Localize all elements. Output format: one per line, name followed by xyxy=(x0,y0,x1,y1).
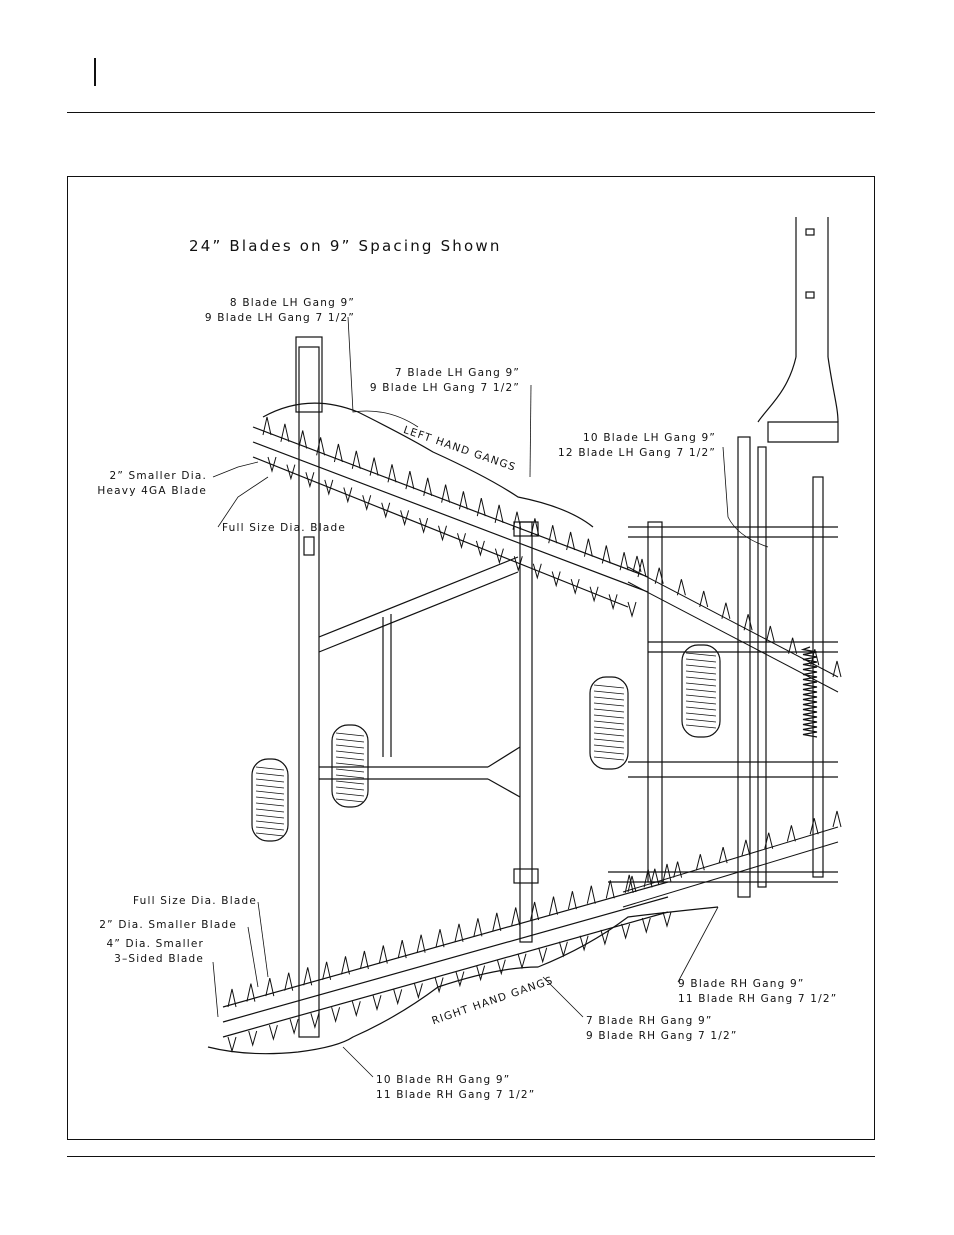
header-rule xyxy=(67,112,875,113)
label-lh-gang-inner-2: 12 Blade LH Gang 7 1/2” xyxy=(558,447,716,459)
label-rh-gang-mid-1: 7 Blade RH Gang 9” xyxy=(586,1015,713,1027)
hitch-tongue xyxy=(757,217,839,443)
diagonal-braces xyxy=(318,556,521,798)
figure-title: 24” Blades on 9” Spacing Shown xyxy=(189,237,502,255)
wheel-left-outer xyxy=(251,758,289,842)
label-lh-gang-inner-1: 10 Blade LH Gang 9” xyxy=(583,432,716,444)
label-full-size-top: Full Size Dia. Blade xyxy=(222,522,346,534)
label-rh-gang-outer-1: 10 Blade RH Gang 9” xyxy=(376,1074,511,1086)
label-rh-gang-inner-2: 11 Blade RH Gang 7 1/2” xyxy=(678,993,838,1005)
label-rh-gang-outer-2: 11 Blade RH Gang 7 1/2” xyxy=(376,1089,536,1101)
label-four-inch-smaller-2: 3–Sided Blade xyxy=(114,953,204,965)
implement-drawing xyxy=(207,217,842,1078)
wheel-left-inner xyxy=(331,724,369,808)
label-four-inch-smaller-1: 4” Dia. Smaller xyxy=(106,938,204,950)
label-full-size-bottom: Full Size Dia. Blade xyxy=(133,895,257,907)
left-main-tube xyxy=(295,336,323,1038)
label-lh-gang-mid-1: 7 Blade LH Gang 9” xyxy=(394,367,520,379)
label-lh-gang-mid-2: 9 Blade LH Gang 7 1/2” xyxy=(369,382,520,394)
label-smaller-heavy-1: 2” Smaller Dia. xyxy=(109,470,207,482)
right-side-gangs xyxy=(622,555,842,908)
coil-spring xyxy=(800,646,818,738)
right-hand-gang-beam xyxy=(207,881,719,1055)
middle-tube xyxy=(513,521,539,943)
right-hand-gang-blades xyxy=(227,863,672,1053)
label-lh-gang-outer-1: 8 Blade LH Gang 9” xyxy=(229,297,355,309)
figure-frame: 24” Blades on 9” Spacing Shown 8 Blade L… xyxy=(67,176,875,1140)
wheel-treads xyxy=(255,652,717,837)
footer-rule xyxy=(67,1156,875,1157)
leader-lines xyxy=(212,316,769,1078)
header-margin-bar xyxy=(94,58,96,86)
right-frame xyxy=(608,436,838,898)
label-smaller-heavy-2: Heavy 4GA Blade xyxy=(97,485,207,497)
label-two-inch-smaller: 2” Dia. Smaller Blade xyxy=(99,919,237,931)
left-hand-gang-blades xyxy=(262,416,647,618)
label-rh-gang-inner-1: 9 Blade RH Gang 9” xyxy=(678,978,805,990)
wheel-right-inner xyxy=(681,644,721,738)
label-lh-gang-outer-2: 9 Blade LH Gang 7 1/2” xyxy=(204,312,355,324)
label-rh-gang-mid-2: 9 Blade RH Gang 7 1/2” xyxy=(586,1030,738,1042)
wheel-right-outer xyxy=(589,676,629,770)
